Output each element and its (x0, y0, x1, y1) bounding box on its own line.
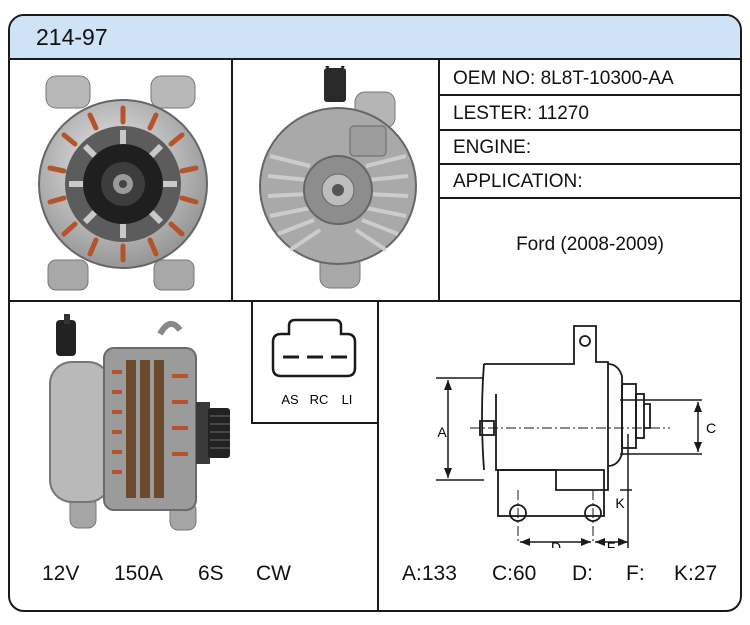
divider (377, 302, 379, 610)
divider (438, 60, 440, 300)
divider (440, 197, 740, 199)
divider (440, 129, 740, 131)
dim-label-f: F (607, 539, 616, 548)
dim-k-value: K:27 (674, 562, 718, 585)
engine-label: ENGINE: (453, 137, 532, 158)
product-card: 214-97 OEM NO: 8L8T-10300-AA LESTER: 112… (8, 14, 742, 612)
divider (251, 422, 379, 424)
divider (440, 163, 740, 165)
dim-d-value: D: (572, 562, 593, 585)
lester-number: LESTER: 11270 (453, 103, 589, 124)
dim-a-value: A:133 (402, 562, 457, 585)
alternator-front-photo (38, 75, 208, 291)
oem-number: OEM NO: 8L8T-10300-AA (453, 68, 674, 89)
pin-label: LI (342, 392, 353, 407)
divider (10, 300, 740, 302)
dim-label-d: D (551, 539, 561, 548)
dimension-drawing: A C D F K (436, 325, 716, 548)
pin-label: AS (281, 392, 299, 407)
application-label: APPLICATION: (453, 171, 583, 192)
spec-pulley: 6S (198, 562, 224, 585)
part-number: 214-97 (36, 24, 108, 50)
header-bar: 214-97 (10, 16, 740, 60)
dim-label-k: K (615, 495, 625, 511)
divider (251, 302, 253, 424)
dim-c-value: C:60 (492, 562, 537, 585)
spec-rotation: CW (256, 562, 291, 585)
alternator-side-photo (49, 314, 230, 531)
alternator-rear-photo (259, 66, 417, 289)
spec-voltage: 12V (42, 562, 80, 585)
spec-amperage: 150A (114, 562, 164, 585)
dim-label-c: C (706, 420, 716, 436)
application-value: Ford (2008-2009) (516, 234, 664, 255)
connector-diagram: AS RC LI (271, 318, 357, 407)
dim-f-value: F: (626, 562, 645, 585)
dim-label-a: A (437, 424, 447, 440)
divider (231, 60, 233, 300)
divider (440, 94, 740, 96)
pin-label: RC (310, 392, 329, 407)
